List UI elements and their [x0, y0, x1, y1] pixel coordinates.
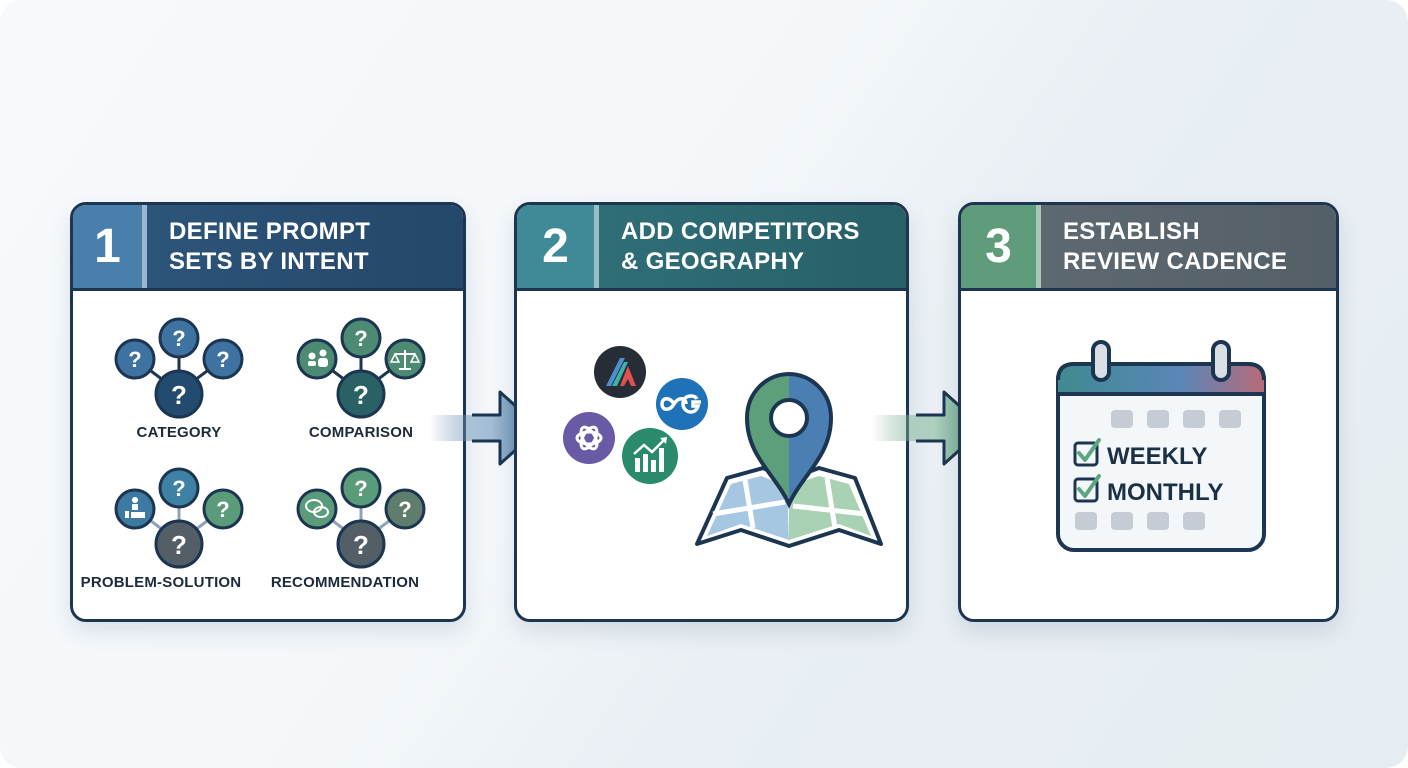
svg-text:?: ? [172, 326, 185, 351]
step-2-header: 2 ADD COMPETITORS & GEOGRAPHY [517, 205, 906, 291]
step-1-header: 1 DEFINE PROMPT SETS BY INTENT [73, 205, 463, 291]
brand-a-logo [594, 346, 646, 398]
growth-chart-logo [622, 428, 678, 484]
svg-text:?: ? [353, 530, 369, 560]
svg-text:?: ? [398, 497, 411, 522]
step-2-number: 2 [517, 205, 599, 288]
recommendation-cluster: ? ? ? RECOMMENDATION [271, 464, 463, 604]
step-3-header: 3 ESTABLISH REVIEW CADENCE [961, 205, 1336, 291]
question-network-icon: ? ? ? [296, 467, 426, 569]
problem-solution-label: PROBLEM-SOLUTION [80, 574, 242, 591]
question-network-icon: ? ? [296, 317, 426, 419]
infinity-g-logo [656, 378, 708, 430]
svg-text:?: ? [171, 380, 187, 410]
calendar-icon: WEEKLY MONTHLY [1056, 340, 1266, 552]
step-3-title-line2: REVIEW CADENCE [1063, 247, 1288, 275]
step-1-title: DEFINE PROMPT SETS BY INTENT [147, 205, 463, 288]
svg-text:?: ? [216, 347, 229, 372]
step-3-number: 3 [961, 205, 1041, 288]
monthly-label: MONTHLY [1107, 479, 1223, 506]
svg-text:?: ? [216, 497, 229, 522]
weekly-label: WEEKLY [1107, 443, 1207, 470]
category-label: CATEGORY [136, 424, 222, 441]
comparison-cluster: ? ? COMPARISON [283, 314, 463, 454]
step-3-title: ESTABLISH REVIEW CADENCE [1041, 205, 1336, 288]
category-cluster: ? ? ? ? CATEGORY [93, 314, 273, 454]
problem-solution-cluster: ? ? ? PROBLEM-SOLUTION [81, 464, 273, 604]
step-1-body: ? ? ? ? CATEGORY [73, 294, 463, 619]
step-2-title-line2: & GEOGRAPHY [621, 247, 805, 275]
question-network-icon: ? ? ? [114, 467, 244, 569]
openai-logo [563, 412, 615, 464]
question-network-icon: ? ? ? ? [114, 317, 244, 419]
step-2-card: 2 ADD COMPETITORS & GEOGRAPHY [514, 202, 909, 622]
monthly-checkbox [1073, 474, 1101, 503]
svg-text:?: ? [354, 326, 367, 351]
step-1-title-line2: SETS BY INTENT [169, 247, 369, 275]
step-1-card: 1 DEFINE PROMPT SETS BY INTENT ? ? [70, 202, 466, 622]
step-2-body [517, 294, 906, 619]
map-pin-icon [695, 371, 883, 548]
step-3-body: WEEKLY MONTHLY [961, 294, 1336, 619]
step-3-card: 3 ESTABLISH REVIEW CADENCE [958, 202, 1339, 622]
recommendation-label: RECOMMENDATION [270, 574, 420, 591]
svg-text:?: ? [354, 476, 367, 501]
weekly-checkbox [1073, 438, 1101, 467]
step-3-title-line1: ESTABLISH [1063, 217, 1200, 245]
svg-text:?: ? [171, 530, 187, 560]
svg-text:?: ? [128, 347, 141, 372]
step-1-number: 1 [73, 205, 147, 288]
svg-text:?: ? [353, 380, 369, 410]
step-1-title-line1: DEFINE PROMPT [169, 217, 371, 245]
step-2-title: ADD COMPETITORS & GEOGRAPHY [599, 205, 906, 288]
comparison-label: COMPARISON [308, 424, 414, 441]
svg-text:?: ? [172, 476, 185, 501]
competitor-logos [563, 346, 708, 484]
step-2-title-line1: ADD COMPETITORS [621, 217, 860, 245]
